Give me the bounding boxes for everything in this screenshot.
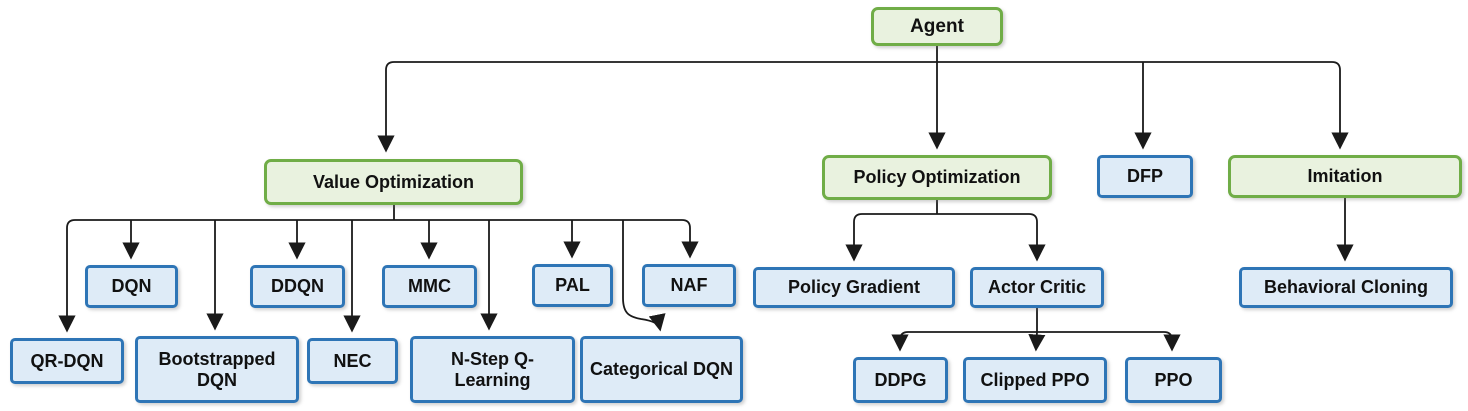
node-actor-critic: Actor Critic xyxy=(970,267,1104,308)
node-ddpg: DDPG xyxy=(853,357,948,403)
node-ppo: PPO xyxy=(1125,357,1222,403)
node-bootstrapped-dqn: Bootstrapped DQN xyxy=(135,336,299,403)
edge-actor-critic-ddpg xyxy=(891,331,1037,352)
edge-actor-critic-clipped-ppo xyxy=(1028,331,1046,352)
node-imitation: Imitation xyxy=(1228,155,1462,198)
node-n-step-q-learning: N-Step Q-Learning xyxy=(410,336,575,403)
edge-policy-optimization-policy-gradient xyxy=(845,213,937,262)
node-behavioral-cloning: Behavioral Cloning xyxy=(1239,267,1453,308)
edge-actor-critic-ppo xyxy=(1037,331,1181,352)
node-mmc: MMC xyxy=(382,265,477,308)
node-policy-gradient: Policy Gradient xyxy=(753,267,955,308)
node-nec: NEC xyxy=(307,338,398,384)
node-ddqn: DDQN xyxy=(250,265,345,308)
node-dqn: DQN xyxy=(85,265,178,308)
edge-value-optimization-qr-dqn xyxy=(58,219,76,333)
node-categorical-dqn: Categorical DQN xyxy=(580,336,743,403)
edge-value-optimization-categorical-dqn xyxy=(622,220,666,332)
node-agent: Agent xyxy=(871,7,1003,46)
node-clipped-ppo: Clipped PPO xyxy=(963,357,1107,403)
edge-value-optimization-naf xyxy=(681,219,699,259)
edge-agent-bus xyxy=(385,61,1341,71)
node-value-optimization: Value Optimization xyxy=(264,159,523,205)
node-pal: PAL xyxy=(532,264,613,307)
node-qr-dqn: QR-DQN xyxy=(10,338,124,384)
edge-policy-optimization-actor-critic xyxy=(937,213,1046,262)
node-policy-optimization: Policy Optimization xyxy=(822,155,1052,200)
node-dfp: DFP xyxy=(1097,155,1193,198)
node-naf: NAF xyxy=(642,264,736,307)
